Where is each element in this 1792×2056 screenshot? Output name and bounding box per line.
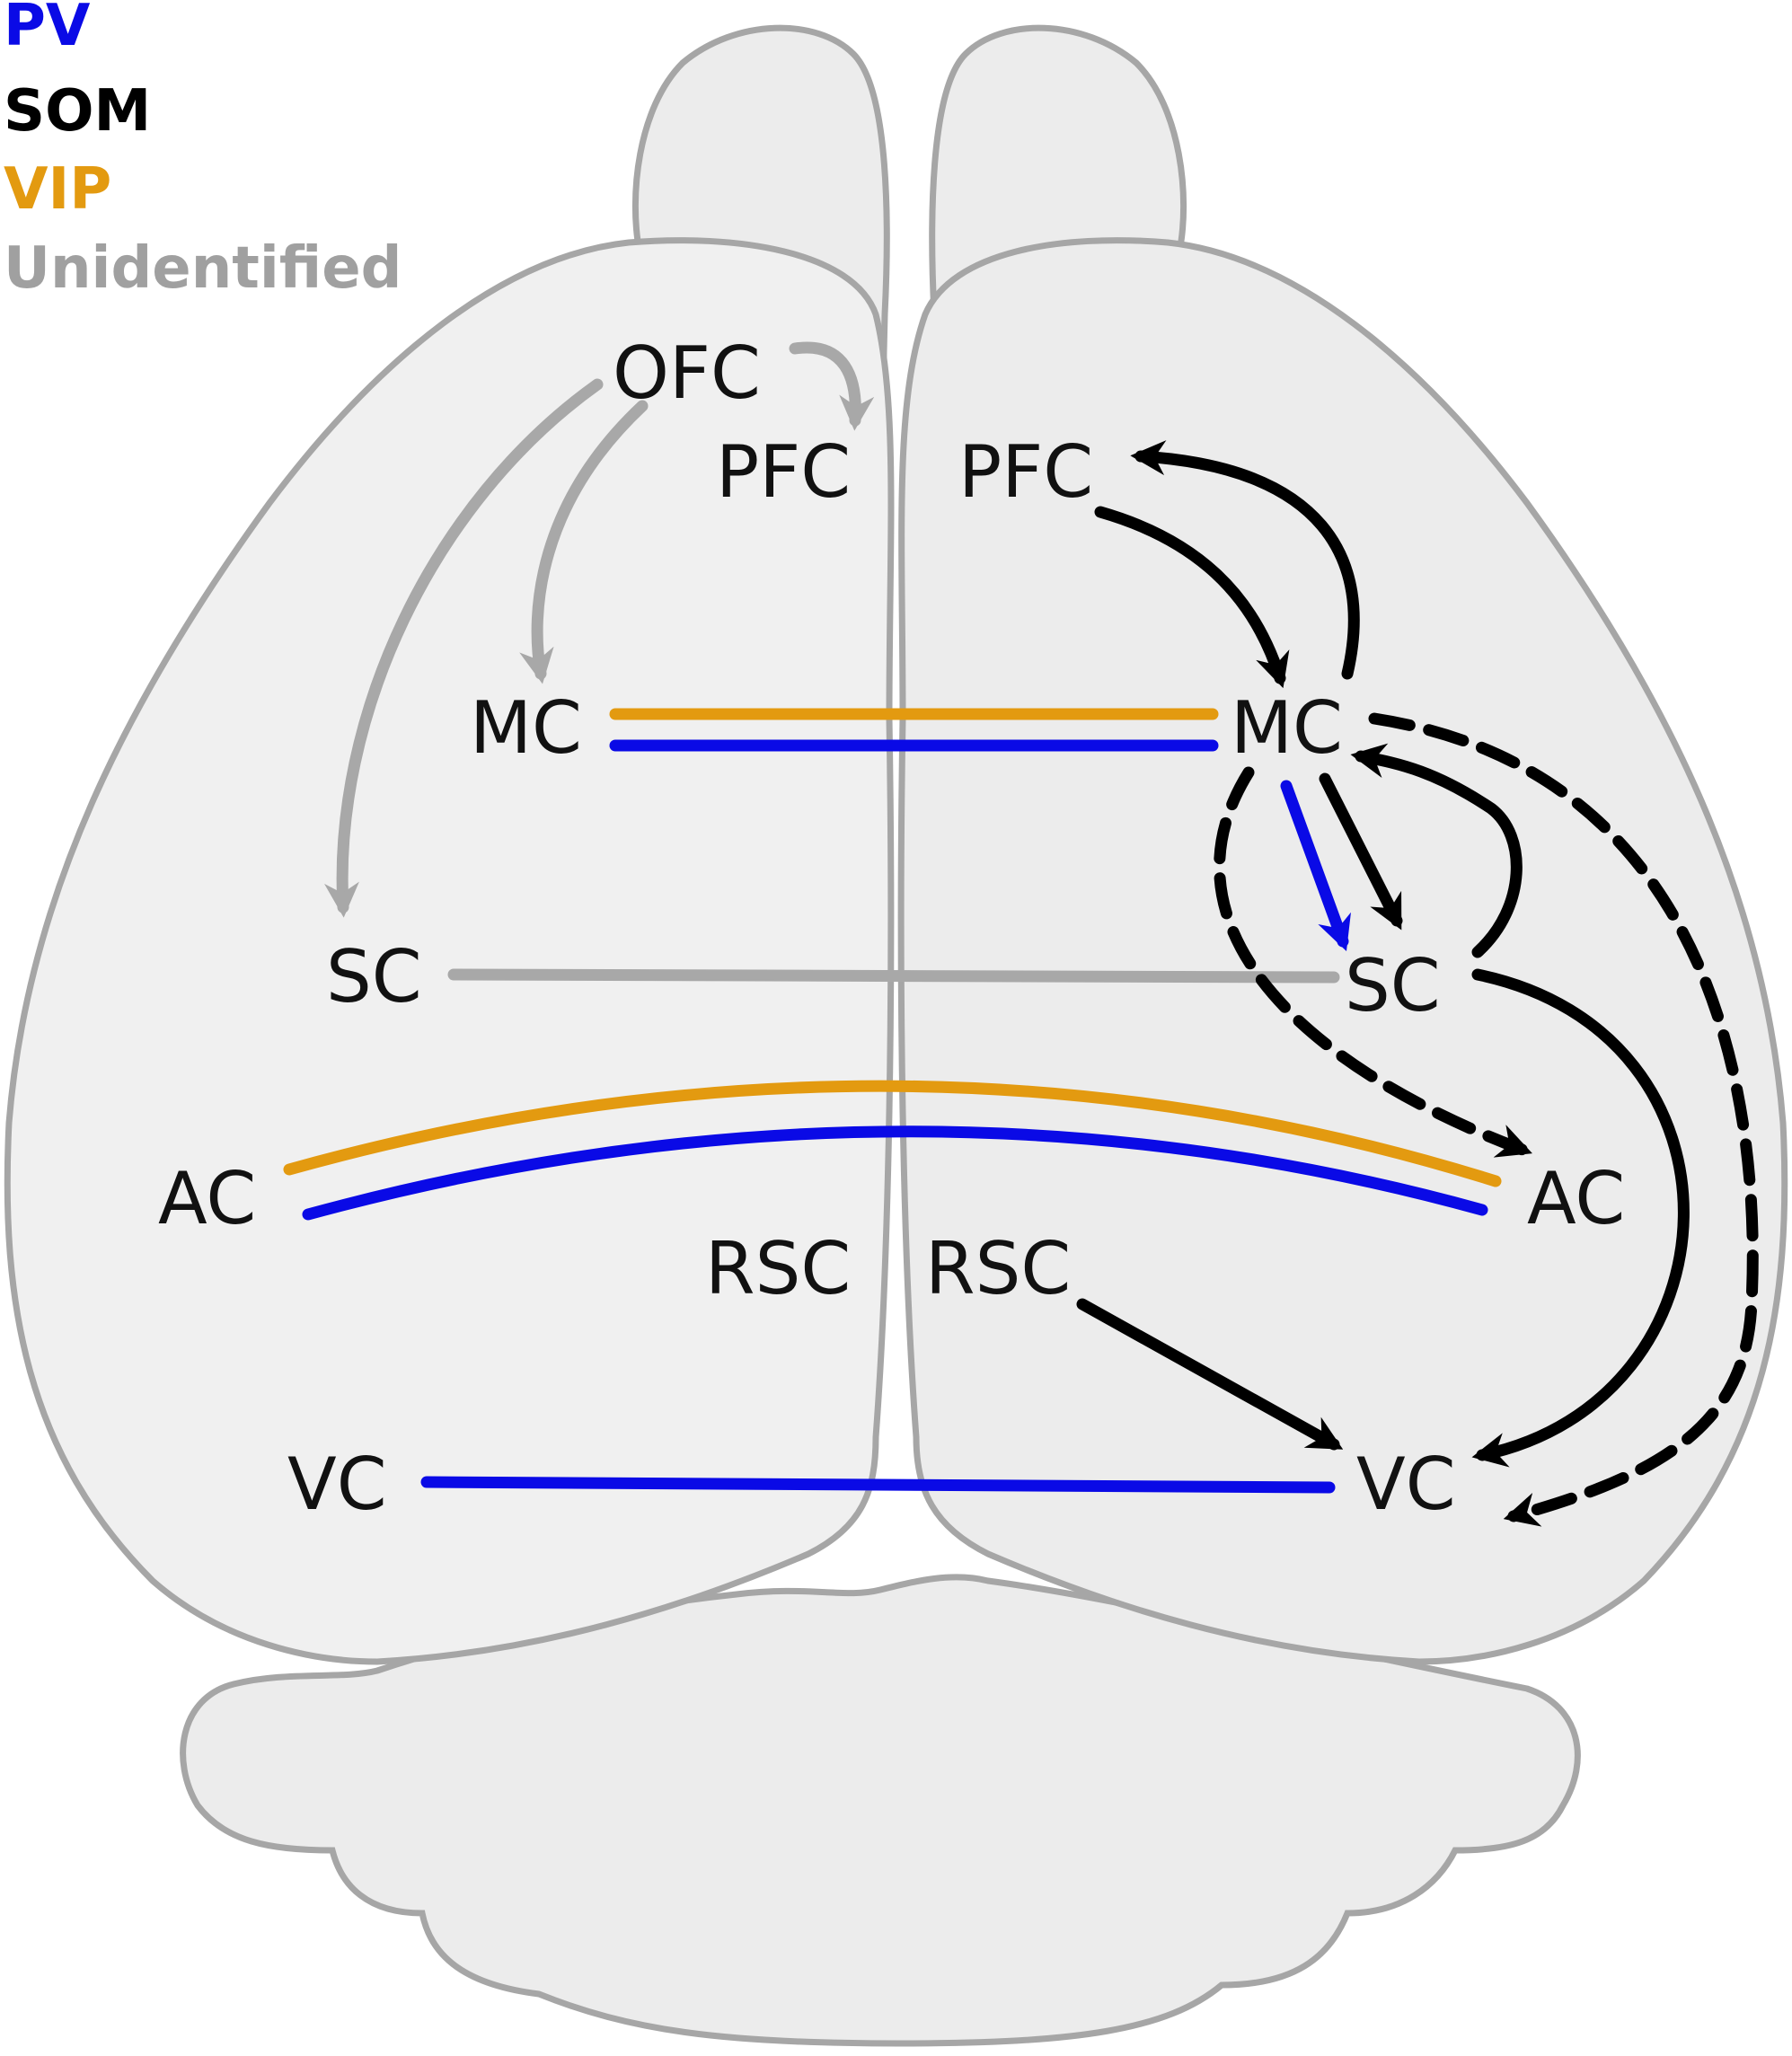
edge-sc-sc-unidentified	[447, 968, 1340, 984]
legend-pv: PV	[4, 0, 91, 59]
edge-ofc-sc-unidentified	[323, 378, 604, 918]
edge-mc-sc-pv	[1280, 780, 1351, 951]
label-left-pfc: PFC	[716, 430, 851, 514]
edge-pfc-mc-som	[1094, 506, 1290, 689]
label-left-mc: MC	[470, 686, 582, 770]
edge-mc-ac-som-dashed	[1214, 766, 1532, 1158]
edge-mc-pfc-som	[1130, 440, 1360, 680]
legend-vip: VIP	[4, 156, 111, 223]
edge-sc-mc-som	[1350, 743, 1523, 958]
label-right-mc: MC	[1231, 686, 1343, 770]
edge-vc-vc-pv	[420, 1476, 1336, 1494]
label-right-sc: SC	[1345, 944, 1441, 1028]
label-right-rsc: RSC	[925, 1227, 1071, 1310]
cerebellum	[180, 1574, 1581, 2047]
label-left-ac: AC	[158, 1157, 256, 1240]
edge-mc-vc-som-dashed	[1368, 712, 1759, 1527]
label-left-vc: VC	[287, 1443, 387, 1526]
edge-ac-ac-pv	[302, 1125, 1488, 1221]
edge-sc-vc-som	[1471, 968, 1690, 1468]
label-left-rsc: RSC	[705, 1227, 851, 1310]
label-right-ac: AC	[1527, 1157, 1625, 1240]
label-left-ofc: OFC	[613, 331, 761, 415]
left-hemisphere	[4, 237, 895, 1665]
legend-som: SOM	[4, 78, 151, 145]
connections	[283, 341, 1759, 1527]
legend-unidentified: Unidentified	[4, 235, 402, 302]
legend: PV SOM VIP Unidentified	[4, 0, 402, 302]
brain-outline	[4, 24, 1788, 2047]
edge-ac-ac-vip	[283, 1080, 1502, 1187]
label-right-pfc: PFC	[958, 430, 1093, 514]
edge-rsc-vc-som	[1076, 1298, 1344, 1451]
region-labels: OFC PFC MC SC AC RSC VC PFC MC SC AC RSC…	[158, 331, 1625, 1526]
edge-mc-sc-som	[1319, 772, 1403, 931]
edge-ofc-mc-unidentified	[519, 400, 649, 684]
label-left-sc: SC	[326, 935, 422, 1019]
label-right-vc: VC	[1356, 1443, 1456, 1526]
edge-ofc-pfc-unidentified	[789, 341, 875, 431]
